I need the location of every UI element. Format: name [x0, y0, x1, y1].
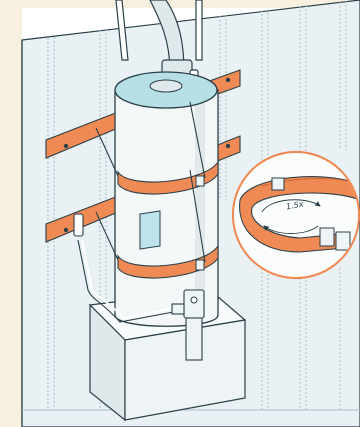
left-margin: [0, 0, 22, 427]
rating-label-panel: [140, 211, 160, 249]
gas-control-valve: [184, 290, 204, 318]
